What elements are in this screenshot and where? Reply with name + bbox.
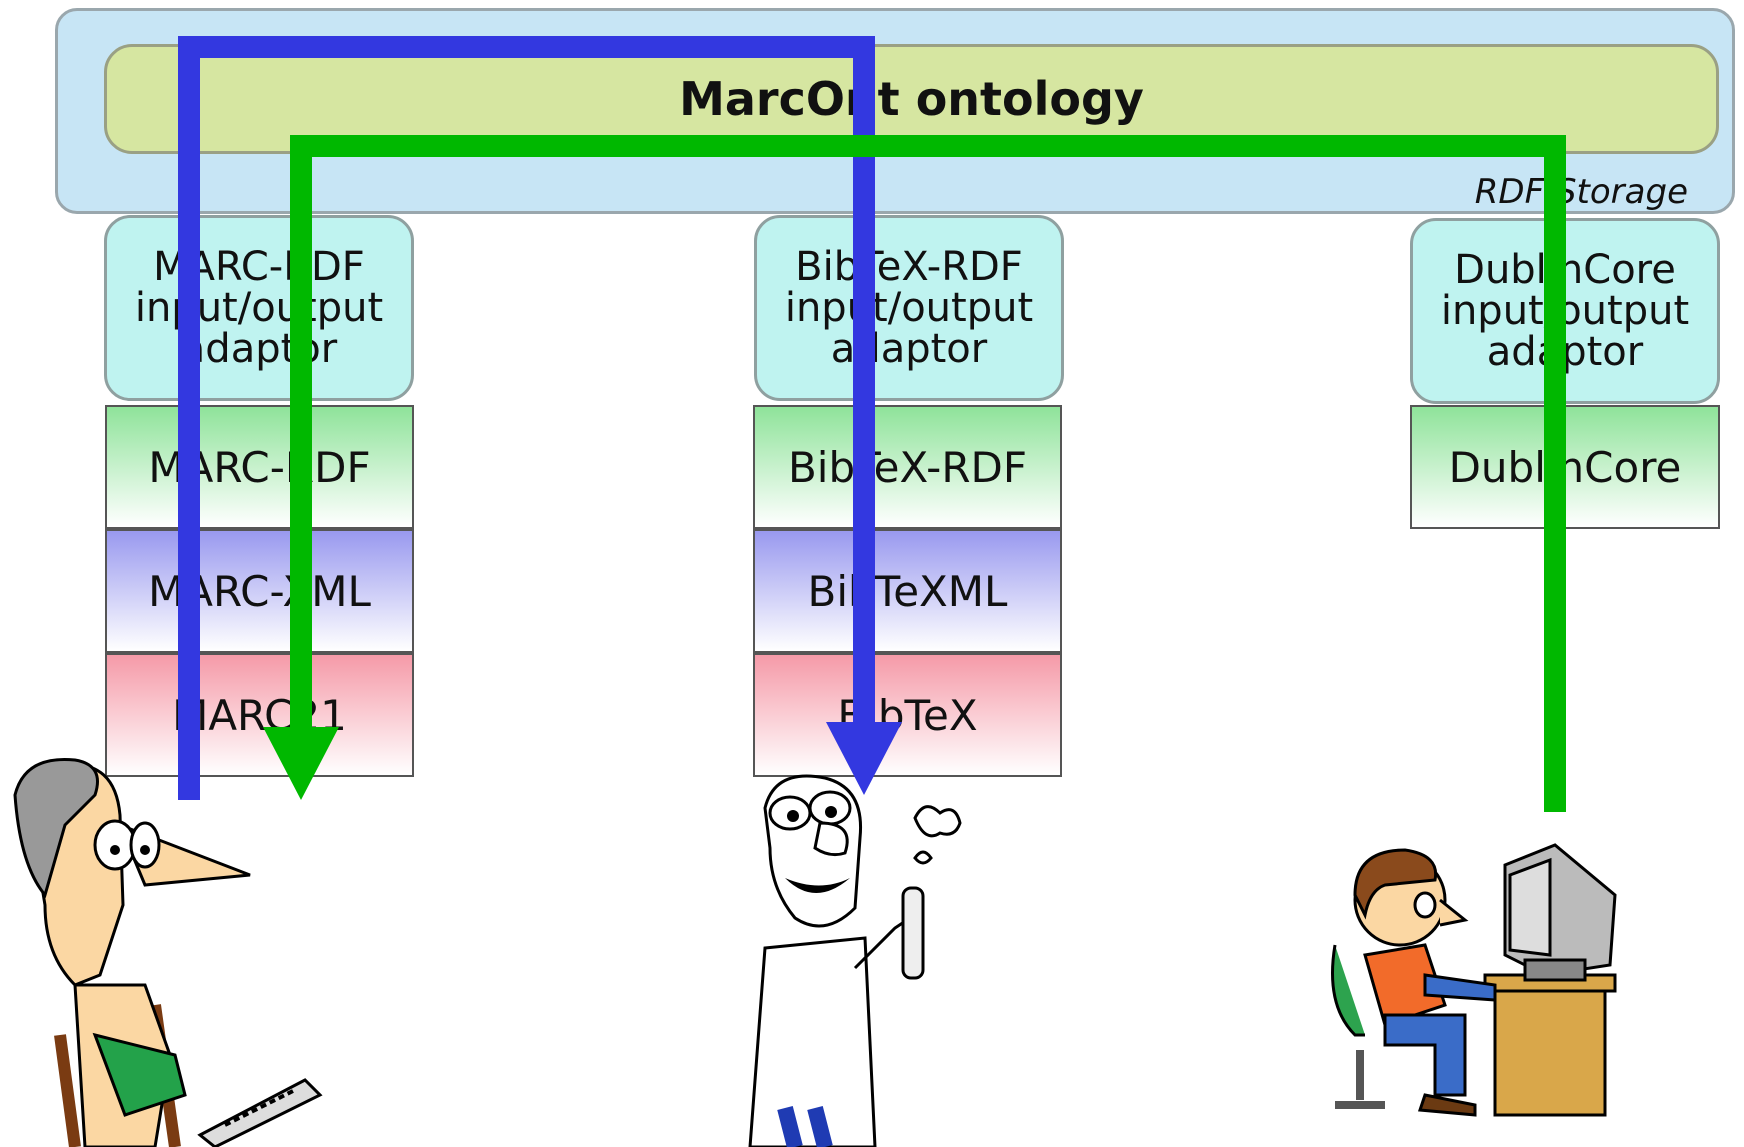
rdf-storage-label: RDF Storage [1474, 172, 1688, 212]
bibtexml-label: BibTeXML [807, 566, 1008, 616]
bibtex-rdf-label: BibTeX-RDF [787, 442, 1028, 492]
blue-arrowhead [826, 722, 902, 795]
bibtex-format-box: BibTeX [753, 653, 1062, 777]
blue-flow-line [178, 36, 875, 800]
ontology-title: MarcOnt ontology [679, 72, 1144, 126]
scientist-figure [745, 768, 975, 1147]
librarian-figure [5, 755, 335, 1147]
green-flow-line [290, 135, 1566, 812]
marc-adaptor-box: MARC-RDF input/output adaptor [104, 215, 414, 401]
marc-xml-format-box: MARC-XML [105, 529, 414, 653]
dublincore-adaptor-label: DublinCore input/output adaptor [1440, 246, 1690, 375]
marc-adaptor-label: MARC-RDF input/output adaptor [134, 243, 384, 372]
bibtex-adaptor-box: BibTeX-RDF input/output adaptor [754, 215, 1064, 401]
bibtex-rdf-format-box: BibTeX-RDF [753, 405, 1062, 529]
green-arrowhead [263, 727, 339, 800]
bibtexml-format-box: BibTeXML [753, 529, 1062, 653]
computer-user-figure [1325, 835, 1625, 1125]
marc21-format-box: MARC21 [105, 653, 414, 777]
